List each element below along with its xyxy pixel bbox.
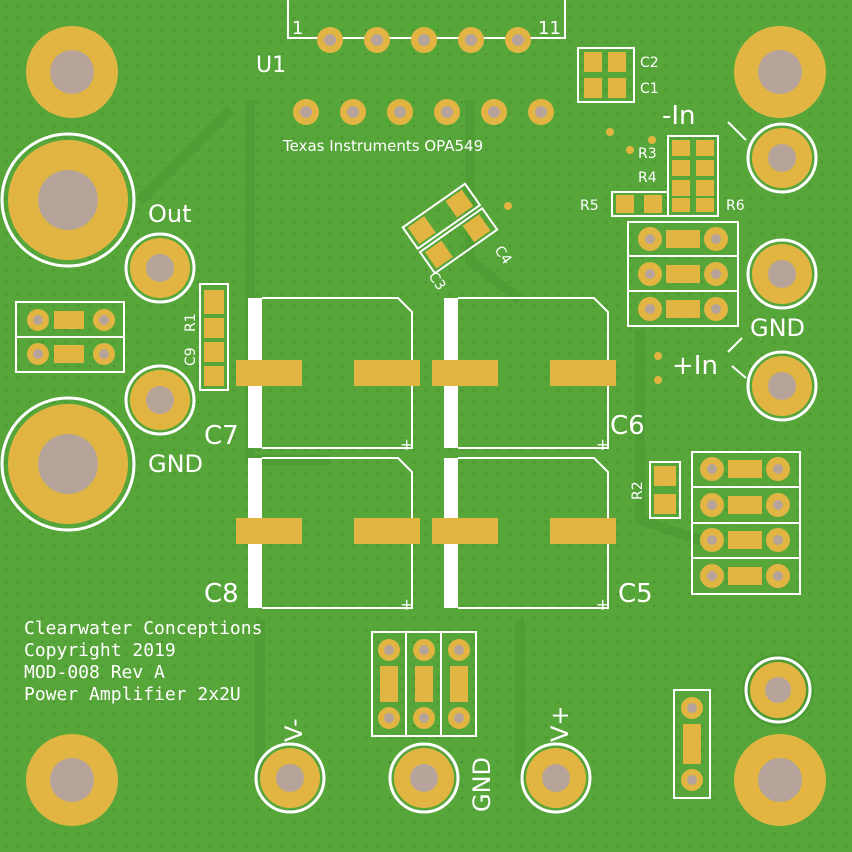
gnd-bottom-label: GND	[468, 757, 496, 812]
via	[654, 376, 662, 384]
v-plus-label: V+	[546, 705, 574, 742]
via	[504, 202, 512, 210]
gnd-pad-bottom	[388, 742, 460, 814]
gnd-right-label: GND	[750, 314, 805, 342]
c6-label: C6	[610, 411, 645, 441]
jumper-block-right-top	[627, 221, 739, 327]
c9-label: C9	[183, 347, 199, 366]
ic-part-label: Texas Instruments OPA549	[282, 137, 483, 155]
via	[654, 352, 662, 360]
jumper-block-bottom	[371, 631, 477, 737]
board-info: Clearwater Conceptions Copyright 2019 MO…	[24, 618, 262, 705]
info-copyright: Copyright 2019	[24, 640, 176, 661]
ic-ref-label: U1	[256, 53, 286, 78]
r3-r6-footprint	[606, 128, 719, 217]
mounting-hole-bottom-right	[734, 734, 826, 826]
c2-label: C2	[640, 55, 659, 71]
r2-footprint	[649, 461, 681, 519]
mounting-hole-top-left	[26, 26, 118, 118]
c7-polarity: +	[400, 435, 413, 454]
info-company: Clearwater Conceptions	[24, 618, 262, 639]
r5-label: R5	[580, 198, 599, 214]
v-minus-label: V-	[280, 718, 308, 742]
gnd-terminal-left-large	[0, 396, 136, 532]
out-label: Out	[148, 200, 192, 228]
minus-in-label: -In	[662, 101, 696, 131]
c7-label: C7	[204, 421, 239, 451]
plus-in-label: +In	[672, 351, 718, 381]
capacitor-c5	[432, 457, 616, 609]
info-model: MOD-008 Rev A	[24, 662, 165, 683]
plus-in-pad	[746, 350, 818, 422]
ic-pin11-label: 11	[538, 18, 561, 39]
v-minus-pad	[254, 742, 326, 814]
jumper-block-left	[15, 301, 125, 373]
capacitor-c7	[236, 297, 420, 449]
ic-pins-top-row	[317, 27, 531, 53]
c3-c4-footprint	[401, 182, 499, 275]
mounting-hole-top-right	[734, 26, 826, 118]
r1-c9-footprint	[199, 283, 229, 391]
capacitor-c6	[432, 297, 616, 449]
r3-label: R3	[638, 146, 657, 162]
minus-in-pad	[746, 122, 818, 194]
gnd-small-pad-left	[124, 364, 196, 436]
jumper-bottom-right	[673, 689, 711, 799]
capacitor-c8	[236, 457, 420, 609]
r4-label: R4	[638, 170, 657, 186]
c1-c2-footprint	[577, 47, 635, 103]
v-plus-pad	[520, 742, 592, 814]
out-terminal-pad	[0, 132, 136, 268]
ic-pin1-label: 1	[292, 18, 303, 39]
ic-pins-bottom-row	[293, 99, 554, 125]
c5-label: C5	[618, 579, 653, 609]
c8-polarity: +	[400, 595, 413, 614]
gnd-left-label: GND	[148, 450, 203, 478]
c8-label: C8	[204, 579, 239, 609]
jumper-block-right-bottom	[691, 451, 801, 595]
r1-label: R1	[183, 313, 199, 332]
c6-polarity: +	[596, 435, 609, 454]
c5-polarity: +	[596, 595, 609, 614]
r6-label: R6	[726, 198, 745, 214]
c1-label: C1	[640, 81, 659, 97]
gnd-pad-right	[746, 238, 818, 310]
pad-bottom-right-small	[742, 654, 814, 726]
info-description: Power Amplifier 2x2U	[24, 684, 241, 705]
out-small-pad	[124, 232, 196, 304]
mounting-hole-bottom-left	[26, 734, 118, 826]
r2-label: R2	[630, 481, 646, 500]
